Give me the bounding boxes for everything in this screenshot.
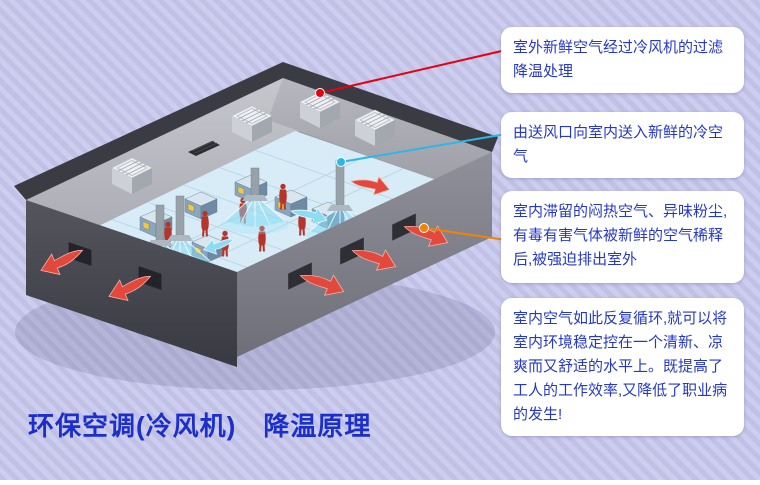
roof-louver bbox=[188, 140, 220, 156]
exhaust-vent bbox=[138, 266, 162, 290]
page-title: 环保空调(冷风机) 降温原理 bbox=[28, 411, 372, 441]
callout-exhaust-dilution: 室内滞留的闷热空气、异味粉尘,有毒有害气体被新鲜的空气稀释后,被强迫排出室外 bbox=[501, 191, 744, 283]
exhaust-vent bbox=[68, 242, 92, 266]
air-duct bbox=[335, 159, 345, 206]
exhaust-openings bbox=[68, 213, 416, 290]
callout-fresh-air-supply: 由送风口向室内送入新鲜的冷空气 bbox=[501, 112, 744, 178]
rooftop-coolers bbox=[111, 91, 396, 195]
air-duct bbox=[155, 204, 165, 241]
callout-text: 室外新鲜空气经过冷风机的过滤降温处理 bbox=[513, 39, 724, 80]
callout-outdoor-air-filtering: 室外新鲜空气经过冷风机的过滤降温处理 bbox=[501, 27, 744, 93]
exhaust-vent bbox=[288, 262, 312, 290]
callout-circulation-benefit: 室内空气如此反复循环,就可以将室内环境稳定控在一个清新、凉爽而又舒适的水平上。既… bbox=[501, 298, 744, 436]
illustration-canvas bbox=[14, 62, 498, 390]
callout-text: 由送风口向室内送入新鲜的冷空气 bbox=[513, 124, 724, 165]
air-duct bbox=[175, 195, 185, 236]
roof-parapet-edge bbox=[14, 62, 498, 200]
callout-text: 室内滞留的闷热空气、异味粉尘,有毒有害气体被新鲜的空气稀释后,被强迫排出室外 bbox=[513, 203, 728, 268]
factory-cooling-illustration bbox=[14, 62, 498, 390]
air-duct bbox=[250, 167, 260, 196]
callout-text: 室内空气如此反复循环,就可以将室内环境稳定控在一个清新、凉爽而又舒适的水平上。既… bbox=[513, 310, 728, 423]
exhaust-vent bbox=[392, 213, 416, 241]
exhaust-vent bbox=[340, 237, 364, 265]
